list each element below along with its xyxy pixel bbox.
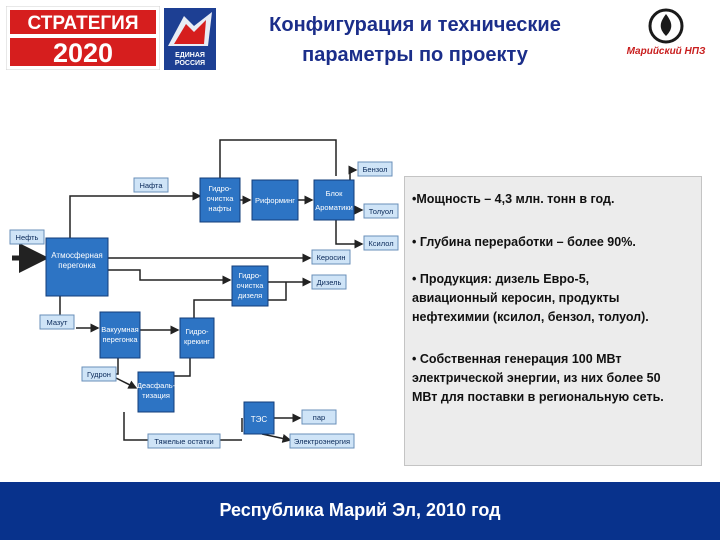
unit-hydrotreat-naphtha: Гидро- очистка нафты — [199, 177, 241, 223]
company-logo: Марийский НПЗ — [627, 8, 706, 57]
svg-text:перегонка: перегонка — [58, 261, 96, 270]
svg-text:Нефть: Нефть — [16, 233, 39, 242]
label-kerosin: Керосин — [311, 249, 351, 265]
oil-drop-icon — [660, 14, 672, 36]
bullet-depth: • Глубина переработки – более 90%. — [412, 235, 636, 249]
svg-text:Атмосферная: Атмосферная — [51, 251, 102, 260]
party-logo-text: ЕДИНАЯ РОССИЯ — [174, 52, 206, 67]
party-logo: ЕДИНАЯ РОССИЯ — [164, 8, 216, 70]
svg-text:Керосин: Керосин — [317, 253, 346, 262]
label-neft: Нефть — [9, 229, 45, 245]
page-title-line-1: Конфигурация и технические — [269, 14, 561, 36]
svg-text:пар: пар — [313, 413, 325, 422]
label-mazut: Мазут — [39, 314, 75, 330]
svg-text:очистка: очистка — [207, 194, 235, 203]
svg-text:ТЭС: ТЭС — [251, 415, 268, 424]
bullet-generation: • Собственная генерация 100 МВт электрич… — [412, 352, 664, 404]
svg-text:нафты: нафты — [208, 204, 231, 213]
svg-text:Деасфаль-: Деасфаль- — [137, 381, 176, 390]
svg-text:Толуол: Толуол — [369, 207, 393, 216]
label-ksilol: Ксилол — [363, 235, 399, 251]
svg-text:Гидро-: Гидро- — [185, 327, 209, 336]
page-title: Конфигурация и технические параметры по … — [230, 10, 600, 70]
footer-text: Республика Марий Эл, 2010 год — [219, 500, 501, 520]
unit-hydrotreat-diesel: Гидро- очистка дизеля — [231, 265, 269, 307]
label-nafta: Нафта — [133, 177, 169, 193]
label-gudron: Гудрон — [81, 366, 117, 382]
svg-text:Гидро-: Гидро- — [238, 271, 262, 280]
bullet-products: • Продукция: дизель Евро-5, авиационный … — [412, 272, 649, 324]
unit-reformer: Риформинг — [251, 179, 299, 221]
label-electricity: Электроэнергия — [289, 433, 355, 449]
bullet-capacity: •Мощность – 4,3 млн. тонн в год. — [412, 192, 615, 206]
svg-text:Нафта: Нафта — [139, 181, 163, 190]
svg-text:дизеля: дизеля — [238, 291, 262, 300]
company-logo-text: Марийский НПЗ — [627, 46, 706, 57]
svg-text:Ксилол: Ксилол — [368, 239, 393, 248]
logo-year-text: 2020 — [53, 38, 113, 68]
svg-text:Бензол: Бензол — [363, 165, 388, 174]
unit-hydrocracking: Гидро- крекинг — [179, 317, 215, 359]
process-flow-diagram: Атмосферная перегонка Гидро- очистка наф… — [9, 139, 399, 449]
logo-strategy-text: СТРАТЕГИЯ — [28, 13, 139, 34]
svg-text:тизация: тизация — [142, 391, 170, 400]
svg-text:очистка: очистка — [237, 281, 265, 290]
footer-bar: Республика Марий Эл, 2010 год — [0, 482, 720, 540]
svg-text:Тяжелые остатки: Тяжелые остатки — [154, 437, 213, 446]
svg-text:Электроэнергия: Электроэнергия — [294, 437, 350, 446]
svg-text:Гудрон: Гудрон — [87, 370, 111, 379]
svg-text:Дизель: Дизель — [317, 278, 342, 287]
svg-text:перегонка: перегонка — [102, 335, 138, 344]
info-panel — [404, 176, 702, 466]
svg-text:Мазут: Мазут — [47, 318, 69, 327]
bear-icon — [168, 12, 212, 46]
unit-atmospheric: Атмосферная перегонка — [45, 237, 109, 297]
svg-text:Риформинг: Риформинг — [255, 196, 295, 205]
label-dizel: Дизель — [311, 274, 347, 290]
strategy-2020-logo: СТРАТЕГИЯ 2020 — [6, 6, 160, 70]
label-benzol: Бензол — [357, 161, 393, 177]
svg-text:Блок: Блок — [326, 189, 343, 198]
svg-text:Ароматики: Ароматики — [315, 203, 353, 212]
page-title-line-2: параметры по проекту — [302, 44, 528, 66]
label-par: пар — [301, 409, 337, 425]
unit-tes: ТЭС — [243, 401, 275, 435]
label-toluol: Толуол — [363, 203, 399, 219]
svg-text:Гидро-: Гидро- — [208, 184, 232, 193]
svg-text:Вакуумная: Вакуумная — [101, 325, 139, 334]
unit-aromatics: Блок Ароматики — [313, 179, 355, 221]
unit-vacuum: Вакуумная перегонка — [99, 311, 141, 359]
svg-text:крекинг: крекинг — [184, 337, 210, 346]
unit-deasphalting: Деасфаль- тизация — [137, 371, 176, 413]
label-heavy-residues: Тяжелые остатки — [147, 433, 221, 449]
